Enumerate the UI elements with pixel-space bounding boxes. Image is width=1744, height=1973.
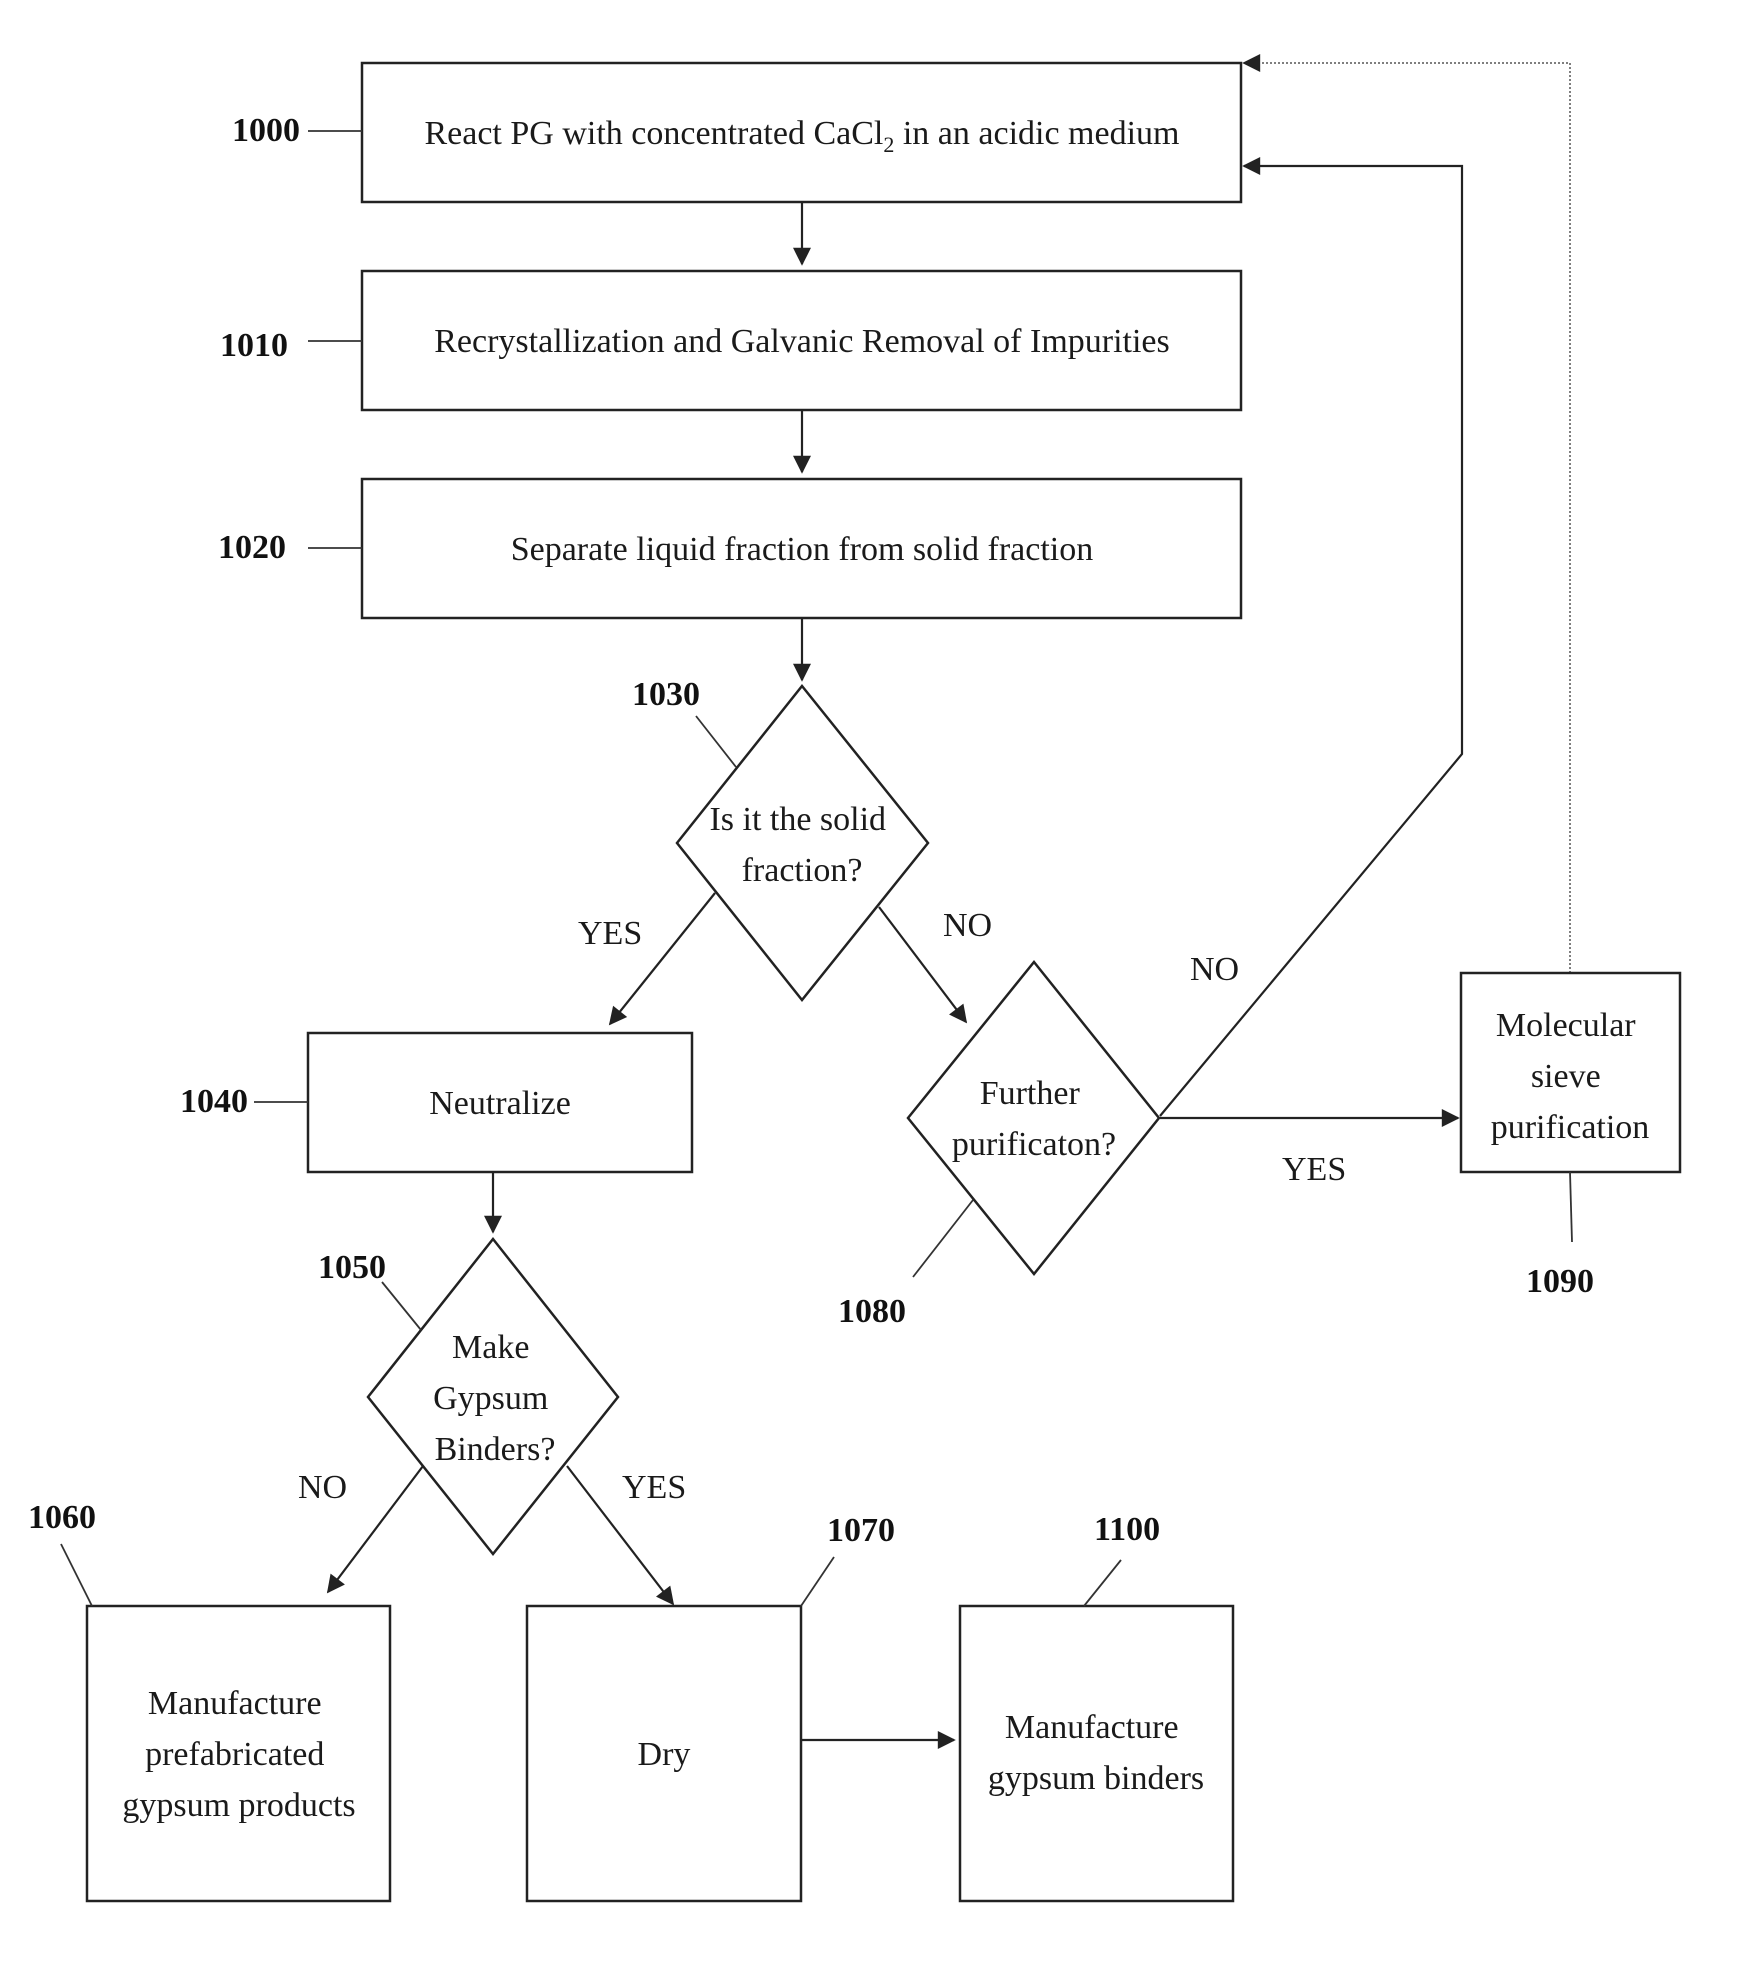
ref-1030: 1030 bbox=[632, 676, 700, 713]
ref-1020: 1020 bbox=[218, 529, 286, 566]
step-1060-text: Manufacture prefabricated gypsum product… bbox=[122, 1685, 355, 1824]
label-1050-yes: YES bbox=[622, 1469, 686, 1506]
box-1100 bbox=[960, 1606, 1233, 1901]
ref-1000: 1000 bbox=[232, 112, 300, 149]
ref-1080: 1080 bbox=[838, 1293, 906, 1330]
ref-1090: 1090 bbox=[1526, 1263, 1594, 1300]
diamond-1080 bbox=[908, 962, 1159, 1274]
ref-1040: 1040 bbox=[180, 1083, 248, 1120]
arrow-1090-to-1000 bbox=[1244, 63, 1570, 973]
step-1020-text: Separate liquid fraction from solid frac… bbox=[511, 531, 1094, 568]
leader-1080 bbox=[913, 1200, 973, 1277]
diamond-1030 bbox=[677, 686, 928, 1000]
label-1080-no: NO bbox=[1190, 951, 1239, 988]
label-1080-yes: YES bbox=[1282, 1151, 1346, 1188]
label-1030-yes: YES bbox=[578, 915, 642, 952]
label-1050-no: NO bbox=[298, 1469, 347, 1506]
step-1010-text: Recrystallization and Galvanic Removal o… bbox=[434, 323, 1170, 360]
leader-1070 bbox=[801, 1557, 834, 1606]
ref-1100: 1100 bbox=[1094, 1511, 1160, 1548]
leader-1060 bbox=[61, 1544, 92, 1606]
ref-1060: 1060 bbox=[28, 1499, 96, 1536]
step-1000-text: React PG with concentrated CaCl2 in an a… bbox=[424, 115, 1179, 157]
leader-1050 bbox=[382, 1282, 421, 1330]
ref-1010: 1010 bbox=[220, 327, 288, 364]
leader-1090 bbox=[1570, 1172, 1572, 1242]
step-1040-text: Neutralize bbox=[429, 1085, 571, 1122]
leader-1030 bbox=[696, 716, 736, 767]
ref-1070: 1070 bbox=[827, 1512, 895, 1549]
arrow-1030-yes-to-1040 bbox=[610, 893, 715, 1024]
step-1070-text: Dry bbox=[638, 1736, 691, 1773]
ref-1050: 1050 bbox=[318, 1249, 386, 1286]
label-1030-no: NO bbox=[943, 907, 992, 944]
leader-1100 bbox=[1084, 1560, 1121, 1606]
